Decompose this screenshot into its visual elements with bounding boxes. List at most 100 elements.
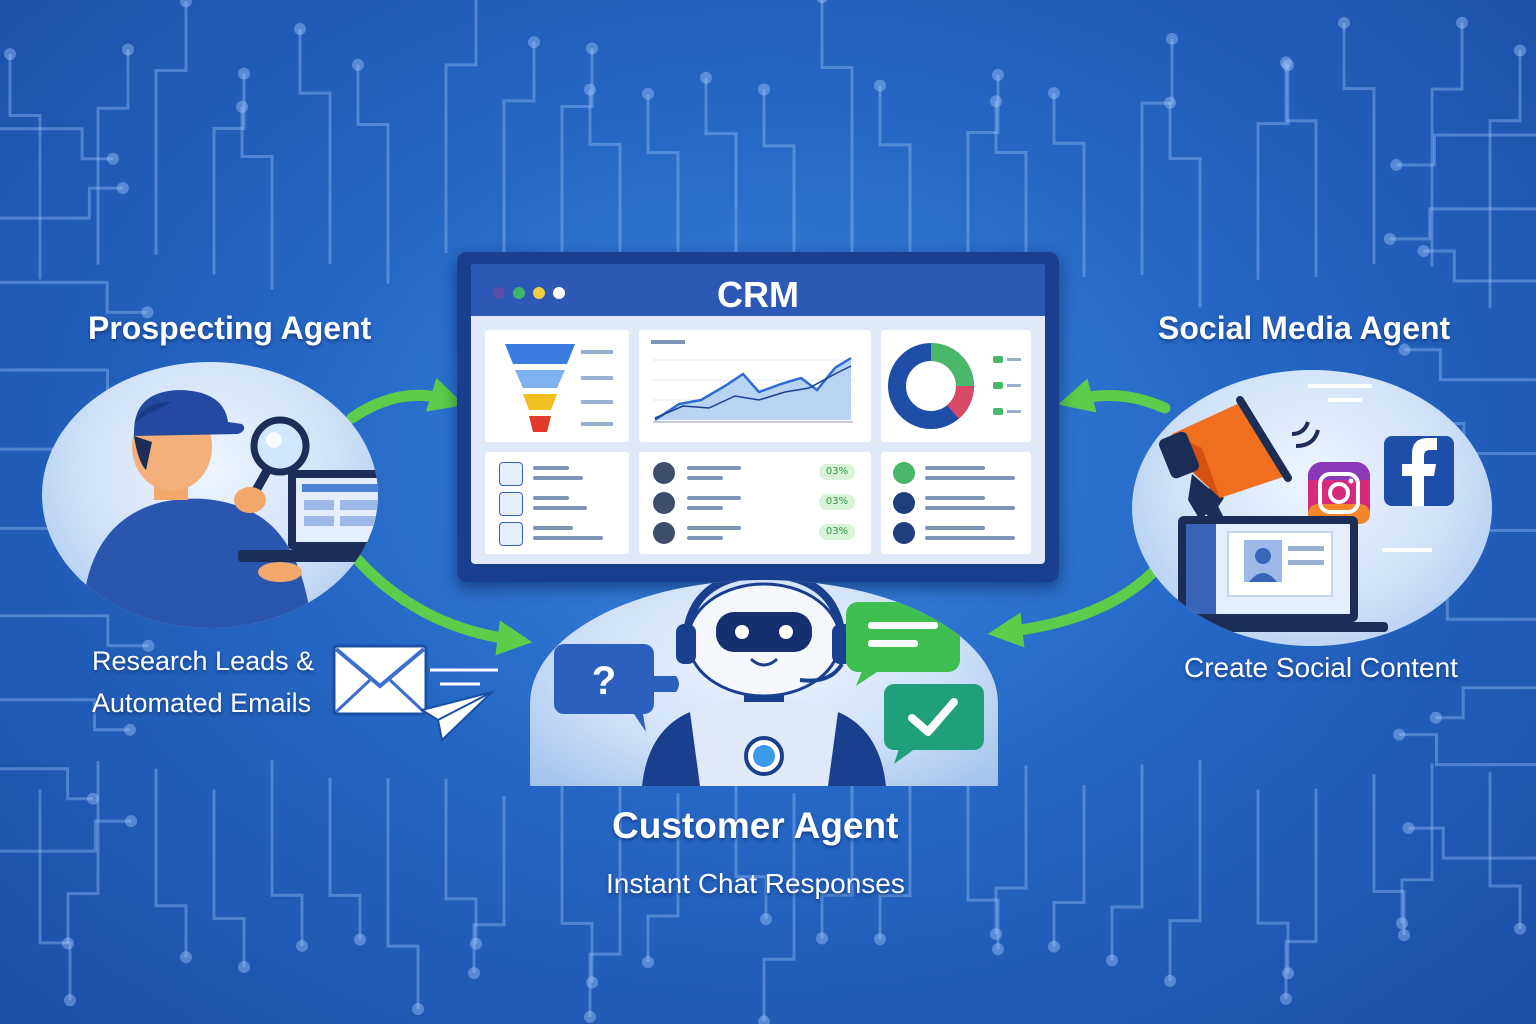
- circuit-trace: [878, 85, 912, 304]
- circuit-trace: [0, 280, 148, 314]
- donut-panel: [881, 330, 1031, 442]
- circuit-trace: [1168, 102, 1202, 308]
- circuit-node: [700, 71, 712, 84]
- question-bubble-icon: ?: [554, 644, 654, 732]
- circuit-trace: [966, 74, 1000, 287]
- circuit-node: [354, 933, 366, 946]
- circuit-trace: [0, 127, 113, 161]
- funnel-panel: [485, 330, 629, 442]
- task-line: [925, 526, 985, 530]
- circuit-trace: [560, 766, 594, 983]
- user-icon: [893, 522, 915, 544]
- circuit-node: [86, 792, 99, 805]
- circuit-node: [1106, 954, 1118, 967]
- user-icon: [499, 522, 523, 546]
- circuit-trace: [0, 186, 123, 220]
- circuit-trace: [762, 793, 796, 1022]
- circuit-node: [1383, 232, 1396, 245]
- customer-agent-title: Customer Agent: [612, 805, 899, 846]
- contact-line: [533, 526, 573, 530]
- arrow-social-to-customer: [987, 559, 1166, 648]
- window-dot: [553, 287, 565, 299]
- contact-line: [533, 506, 587, 510]
- task-line: [925, 496, 985, 500]
- circuit-node: [642, 87, 654, 100]
- lead-avatar-icon: [653, 492, 675, 514]
- robot-icon: [642, 582, 886, 786]
- circuit-trace: [444, 778, 478, 944]
- envelope-icon: [332, 644, 428, 716]
- circuit-trace: [328, 777, 362, 940]
- paper-plane-icon: [419, 690, 496, 742]
- chat-bubble-icon: [846, 602, 960, 686]
- circuit-trace: [820, 779, 854, 939]
- laptop-icon: [1152, 516, 1388, 632]
- circuit-node: [123, 723, 136, 736]
- circuit-trace: [154, 1, 188, 255]
- circuit-node: [1429, 711, 1442, 724]
- circuit-node: [758, 83, 770, 96]
- circuit-node: [528, 36, 540, 49]
- task-line: [925, 536, 1015, 540]
- circuit-node: [64, 994, 76, 1007]
- prospecting-caption-line2: Automated Emails: [92, 688, 312, 718]
- circuit-node: [992, 68, 1004, 81]
- circuit-trace: [1052, 93, 1086, 278]
- crm-title-bar: CRM: [471, 264, 1045, 316]
- circuit-node: [584, 1010, 596, 1023]
- task-line: [925, 476, 1015, 480]
- circuit-node: [1417, 245, 1430, 258]
- circuit-trace: [588, 89, 622, 291]
- instagram-icon: [1308, 462, 1370, 524]
- circuit-node: [1514, 44, 1526, 57]
- circuit-node: [1398, 343, 1411, 356]
- circuit-trace: [1256, 789, 1290, 974]
- prospecting-agent-title: Prospecting Agent: [88, 310, 372, 346]
- circuit-trace: [1423, 249, 1536, 283]
- crm-monitor: CRM: [457, 252, 1059, 582]
- circuit-trace: [1404, 348, 1536, 382]
- circuit-node: [642, 956, 654, 969]
- circuit-node: [1280, 56, 1292, 69]
- circuit-trace: [1399, 733, 1536, 767]
- line-chart-icon: [651, 340, 853, 423]
- circuit-node: [1282, 967, 1294, 980]
- circuit-trace: [1372, 774, 1406, 936]
- circuit-trace: [212, 73, 246, 275]
- prospecting-agent-oval: [42, 362, 378, 628]
- circuit-node: [62, 937, 74, 950]
- facebook-icon: [1384, 436, 1454, 506]
- circuit-node: [586, 976, 598, 989]
- laptop-icon: [238, 470, 378, 562]
- tasks-panel: [881, 452, 1031, 554]
- circuit-trace: [704, 77, 738, 283]
- circuit-trace: [1140, 38, 1174, 275]
- circuit-trace: [1389, 207, 1536, 241]
- circuit-trace: [154, 768, 188, 958]
- lead-line: [687, 526, 741, 530]
- circuit-trace: [1342, 22, 1376, 265]
- circuit-node: [296, 939, 308, 952]
- circuit-trace: [646, 93, 680, 310]
- circuit-trace: [966, 769, 1000, 950]
- circuit-node: [1398, 929, 1410, 942]
- circuit-node: [584, 83, 596, 96]
- circuit-trace: [1396, 133, 1536, 167]
- circuit-trace: [762, 89, 796, 297]
- crm-title: CRM: [717, 274, 799, 315]
- circuit-trace: [1408, 826, 1536, 860]
- circuit-node: [1402, 822, 1415, 835]
- circuit-node: [758, 1015, 770, 1024]
- circuit-node: [1393, 728, 1406, 741]
- circuit-node: [1456, 16, 1468, 29]
- task-line: [925, 506, 1015, 510]
- circuit-node: [141, 306, 154, 319]
- circuit-trace: [356, 64, 390, 284]
- circuit-trace: [994, 101, 1028, 290]
- lead-line: [687, 496, 741, 500]
- task-line: [925, 466, 985, 470]
- circuit-trace: [472, 795, 506, 974]
- prospecting-caption-line1: Research Leads &: [92, 646, 315, 676]
